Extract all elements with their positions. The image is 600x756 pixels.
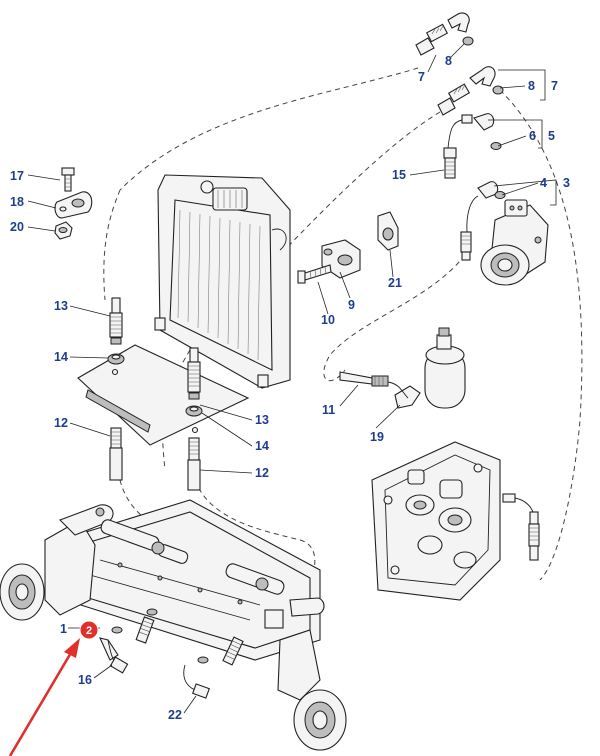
callout-6: 6 (529, 129, 536, 143)
callout-11: 11 (322, 403, 335, 417)
clamp-21 (377, 211, 399, 251)
callout-21: 21 (388, 276, 402, 290)
lower-hoses (99, 608, 244, 699)
bolt-17 (61, 167, 75, 192)
clamp-9 (321, 239, 361, 279)
callout-3: 3 (563, 176, 570, 190)
callout-14-left: 14 (54, 350, 68, 364)
callout-19: 19 (370, 430, 384, 444)
leader-lines (27, 43, 557, 714)
valve-block (371, 441, 501, 601)
callout-5: 5 (548, 129, 555, 143)
callout-16: 16 (78, 673, 92, 687)
callout-12-right: 12 (255, 466, 269, 480)
callout-7-upper: 7 (418, 70, 425, 84)
callout-7-right: 7 (551, 79, 558, 93)
front-axle (0, 499, 347, 751)
upper-fittings (415, 12, 506, 261)
callout-10: 10 (321, 313, 335, 327)
highlight-badge: 2 (79, 620, 99, 640)
radiator (154, 174, 291, 389)
valve-hose (502, 493, 540, 561)
callout-13-left: 13 (54, 299, 68, 313)
callout-12-left: 12 (54, 416, 68, 430)
hydraulic-pump (480, 199, 549, 286)
badge-label: 2 (86, 625, 92, 637)
callout-18: 18 (10, 195, 24, 209)
callout-14-right: 14 (255, 439, 269, 453)
callout-8-upper: 8 (445, 54, 452, 68)
callout-20: 20 (10, 220, 24, 234)
callout-8-right: 8 (528, 79, 535, 93)
hose-11 (339, 371, 409, 399)
bolt-10 (297, 264, 332, 284)
callout-4: 4 (540, 176, 547, 190)
right-fittings (185, 347, 203, 491)
clamp-18 (54, 191, 93, 219)
callout-1: 1 (60, 622, 67, 636)
highlight-arrow (8, 638, 80, 756)
callouts: 17 18 20 13 14 12 13 14 12 9 10 21 11 19… (10, 54, 570, 722)
callout-22: 22 (168, 708, 182, 722)
nut-20 (54, 221, 73, 240)
callout-15: 15 (392, 168, 406, 182)
callout-17: 17 (10, 169, 24, 183)
accumulator (394, 327, 466, 409)
left-fittings (107, 297, 125, 481)
callout-13-right: 13 (255, 413, 269, 427)
callout-9: 9 (348, 298, 355, 312)
